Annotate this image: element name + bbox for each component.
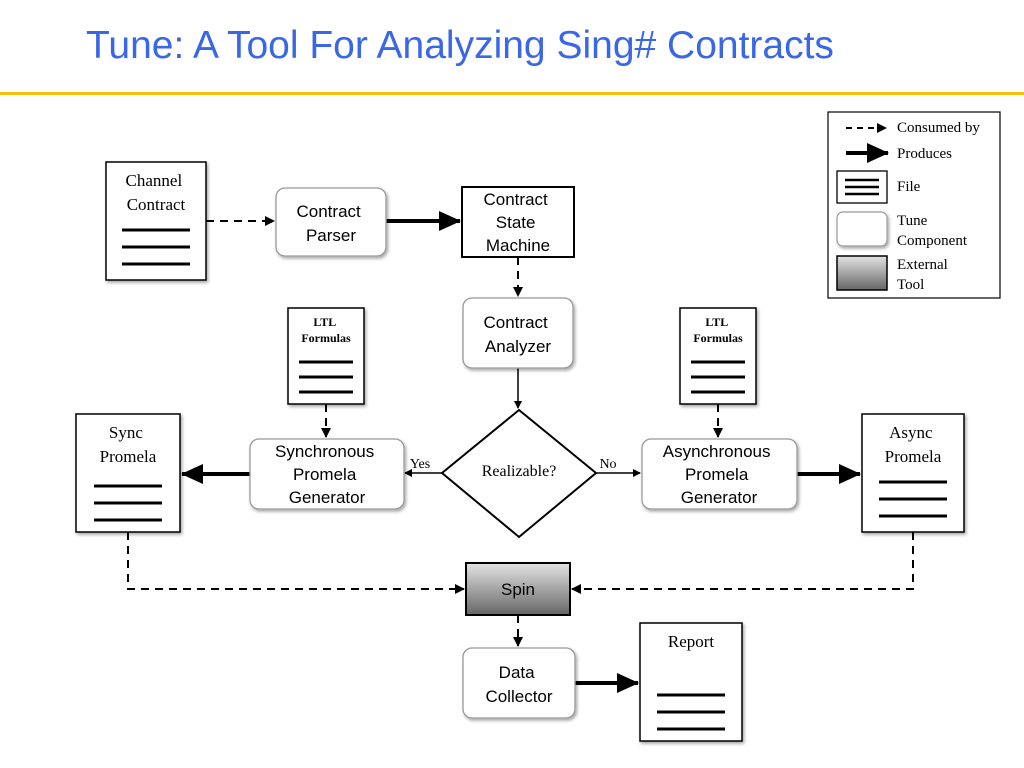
spin-label: Spin: [501, 580, 535, 599]
legend-tune-line2: Component: [897, 233, 968, 249]
sync-generator-line2: Promela: [293, 465, 357, 484]
svg-text:Contract Parser: Contract Parser: [297, 202, 366, 245]
legend-file: File: [897, 179, 921, 195]
report-label: Report: [668, 632, 715, 651]
legend-produces: Produces: [897, 146, 952, 162]
node-contract-parser: Contract Parser: [275, 187, 387, 257]
legend-external-line1: External: [897, 257, 948, 273]
legend-consumed-by: Consumed by: [897, 120, 980, 136]
legend-tune-line1: Tune: [897, 213, 928, 229]
title-divider: [0, 92, 1024, 95]
csm-line3: Machine: [486, 236, 550, 255]
svg-text:Sync Promela: Sync Promela: [100, 423, 157, 466]
node-async-promela-generator: Asynchronous Promela Generator: [641, 438, 798, 510]
node-realizable-decision: Realizable?: [440, 408, 598, 539]
node-contract-analyzer: Contract Analyzer: [462, 297, 574, 369]
realizable-label: Realizable?: [482, 463, 557, 480]
sync-generator-line3: Generator: [289, 488, 366, 507]
async-promela-line2: Promela: [885, 447, 942, 466]
async-promela-line1: Async: [889, 423, 933, 442]
file-ltl-formulas-left: LTL Formulas: [287, 307, 365, 405]
legend: Consumed by Produces File Tune Component…: [827, 111, 1001, 299]
edge-async-promela-to-spin: [571, 532, 914, 594]
svg-text:Channel Contract: Channel Contract: [126, 171, 187, 214]
sync-promela-line2: Promela: [100, 447, 157, 466]
file-channel-contract: Channel Contract: [105, 161, 207, 281]
contract-analyzer-line2: Analyzer: [485, 337, 551, 356]
edge-label-no: No: [599, 457, 616, 472]
legend-external-line2: Tool: [897, 277, 924, 293]
legend-external-swatch: [836, 255, 888, 291]
node-sync-promela-generator: Synchronous Promela Generator: [249, 438, 405, 510]
ltl-right-line1: LTL: [705, 315, 728, 329]
sync-generator-line1: Synchronous: [275, 442, 374, 461]
node-data-collector: Data Collector: [462, 647, 576, 719]
sync-promela-line1: Sync: [109, 423, 143, 442]
ltl-left-line2: Formulas: [301, 331, 351, 345]
data-collector-line2: Collector: [485, 687, 552, 706]
edges: [127, 211, 914, 693]
svg-text:Contract Analyzer: Contract Analyzer: [484, 313, 553, 356]
async-generator-line3: Generator: [681, 488, 758, 507]
contract-parser-line1: Contract: [297, 202, 362, 221]
svg-text:Tune Component: Tune Component: [897, 213, 968, 249]
file-ltl-formulas-right: LTL Formulas: [679, 307, 757, 405]
svg-text:Asynchronous Promela: Asynchronous Promela Generator: [663, 442, 775, 507]
page-title: Tune: A Tool For Analyzing Sing# Contrac…: [86, 24, 834, 67]
node-spin: Spin: [465, 562, 571, 616]
data-collector-line1: Data: [499, 663, 535, 682]
edge-label-yes: Yes: [410, 457, 430, 472]
csm-line2: State: [496, 213, 536, 232]
svg-text:Data Collector: Data Collector: [485, 663, 552, 706]
channel-contract-line2: Contract: [127, 195, 186, 214]
file-async-promela: Async Promela: [861, 413, 965, 533]
channel-contract-line1: Channel: [126, 171, 183, 190]
file-sync-promela: Sync Promela: [75, 413, 181, 533]
file-report: Report: [639, 622, 743, 742]
async-generator-line1: Asynchronous: [663, 442, 771, 461]
svg-text:Synchronous Promela: Synchronous Promela Generator: [275, 442, 379, 507]
svg-text:External Tool: External Tool: [897, 257, 952, 293]
contract-analyzer-line1: Contract: [484, 313, 549, 332]
svg-text:LTL Formulas: LTL Formulas: [693, 315, 743, 345]
node-contract-state-machine: Contract State Machine: [461, 186, 575, 258]
csm-line1: Contract: [484, 190, 549, 209]
ltl-right-line2: Formulas: [693, 331, 743, 345]
ltl-left-line1: LTL: [313, 315, 336, 329]
svg-text:Contract State Mac: Contract State Machine: [484, 190, 553, 255]
legend-tune-swatch: [836, 211, 888, 247]
svg-text:Async Promela: Async Promela: [885, 423, 942, 466]
edge-sync-promela-to-spin: [127, 532, 465, 594]
svg-text:LTL Formulas: LTL Formulas: [301, 315, 351, 345]
contract-parser-line2: Parser: [306, 226, 356, 245]
async-generator-line2: Promela: [685, 465, 749, 484]
